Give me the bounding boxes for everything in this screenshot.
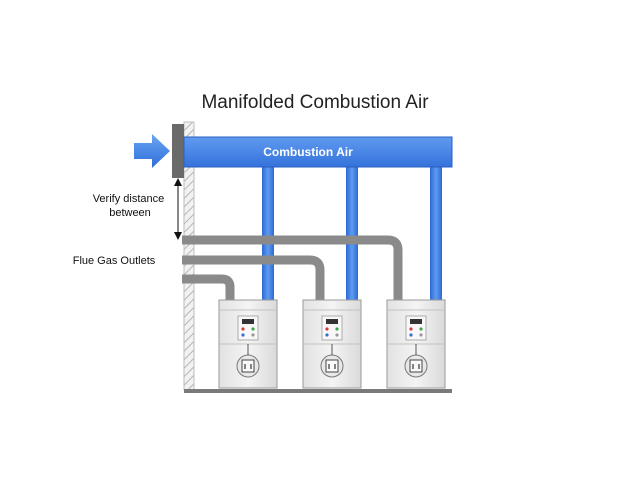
verify-distance-line-1: Verify distance <box>93 193 165 205</box>
indicator-light-icon <box>251 333 255 337</box>
indicator-light-icon <box>419 333 423 337</box>
water-heater-1 <box>218 299 278 389</box>
verify-distance-label: Verify distance between <box>93 193 168 219</box>
gas-valve-icon <box>409 359 423 373</box>
indicator-light-icon <box>335 327 339 331</box>
display-screen <box>242 319 254 324</box>
indicator-light-icon <box>325 333 329 337</box>
indicator-light-icon <box>251 327 255 331</box>
air-pipe-2 <box>346 160 358 302</box>
display-screen <box>410 319 422 324</box>
water-heater-3 <box>386 299 446 389</box>
water-heater-2 <box>302 299 362 389</box>
display-screen <box>326 319 338 324</box>
intake-cap <box>172 124 184 178</box>
indicator-light-icon <box>419 327 423 331</box>
indicator-light-icon <box>335 333 339 337</box>
indicator-light-icon <box>409 327 413 331</box>
indicator-light-icon <box>241 327 245 331</box>
air-pipe-3 <box>430 160 442 302</box>
water-heaters <box>218 299 446 389</box>
verify-distance-line-2: between <box>109 207 151 219</box>
gas-valve-icon <box>325 359 339 373</box>
intake-arrow-icon <box>134 134 170 168</box>
indicator-light-icon <box>409 333 413 337</box>
combustion-air-label: Combustion Air <box>263 145 353 159</box>
flue-pipe-1 <box>182 274 235 300</box>
diagram-title: Manifolded Combustion Air <box>201 92 429 113</box>
air-pipe-1 <box>262 160 274 302</box>
indicator-light-icon <box>325 327 329 331</box>
floor-line <box>184 389 452 393</box>
flue-pipe-3 <box>182 235 403 300</box>
combustion-air-header <box>183 136 453 168</box>
indicator-light-icon <box>241 333 245 337</box>
gas-valve-icon <box>241 359 255 373</box>
flue-gas-outlets-label: Flue Gas Outlets <box>73 255 156 267</box>
flue-pipe-2 <box>182 255 325 300</box>
